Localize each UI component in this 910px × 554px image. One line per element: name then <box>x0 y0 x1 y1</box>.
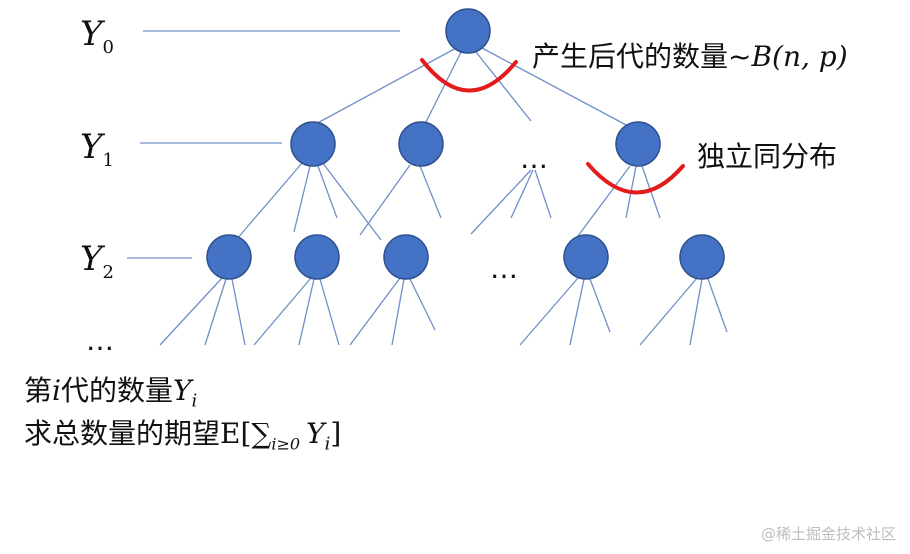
level-label-y0: Y0 <box>80 14 114 58</box>
generation-count-text: 第i代的数量Yi <box>24 374 198 412</box>
node-l2-c <box>383 234 429 280</box>
iid-annotation: 独立同分布 <box>697 140 837 173</box>
node-l1-a <box>290 121 336 167</box>
node-l2-a <box>206 234 252 280</box>
level-label-y1: Y1 <box>80 127 114 171</box>
ellipsis-level2: … <box>490 252 518 285</box>
node-l2-b <box>294 234 340 280</box>
node-root <box>445 8 491 54</box>
edges-level2 <box>159 277 728 346</box>
watermark: @稀土掘金技术社区 <box>760 525 896 543</box>
iid-arc <box>586 162 685 195</box>
offspring-arc <box>420 58 518 93</box>
node-l2-d <box>563 234 609 280</box>
level-label-y2: Y2 <box>80 239 114 283</box>
node-l1-b <box>398 121 444 167</box>
node-l2-e <box>679 234 725 280</box>
ellipsis-level1: … <box>520 142 548 175</box>
node-l1-c <box>615 121 661 167</box>
level-more-ellipsis: … <box>86 324 114 357</box>
edges-root <box>311 46 629 127</box>
offspring-annotation: 产生后代的数量~B(n, p) <box>532 40 848 73</box>
